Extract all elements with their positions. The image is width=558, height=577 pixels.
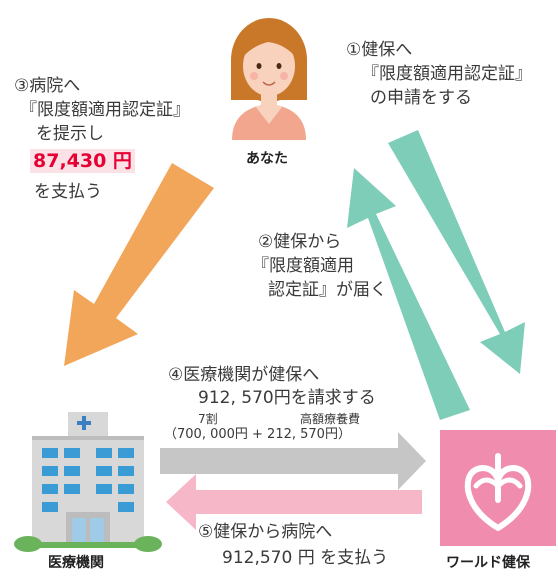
step4-breakdown: （700, 000円 + 212, 570円） xyxy=(164,427,351,442)
hospital-label: 医療機関 xyxy=(48,555,104,571)
teal-arrow-down xyxy=(388,130,525,374)
step1-line1: ①健保へ xyxy=(346,40,413,60)
insurer-label: ワールド健保 xyxy=(446,555,530,571)
step3-line1: ③病院へ xyxy=(14,76,81,96)
hospital-building-icon xyxy=(14,412,162,552)
pink-arrow-left xyxy=(166,474,422,530)
you-label: あなた xyxy=(246,151,288,167)
step3-amount: 87,430 円 xyxy=(30,149,135,173)
person-icon xyxy=(231,18,307,140)
teal-arrow-up xyxy=(347,168,470,420)
orange-arrow xyxy=(64,163,214,366)
step4-label-left: 7割 xyxy=(198,412,218,426)
step1-line3: の申請をする xyxy=(370,88,472,108)
step2-line2: 『限度額適用 xyxy=(252,256,354,276)
step3-line2: 『限度額適用認定証』 xyxy=(20,100,190,120)
insurer-logo-icon xyxy=(440,430,556,546)
step3-tail: を支払う xyxy=(34,182,102,202)
step5-line1: ⑤健保から病院へ xyxy=(198,522,333,542)
step5-line2: 912,570 円 を支払う xyxy=(222,548,389,568)
step1-line2: 『限度額適用認定証』 xyxy=(362,64,532,84)
step4-label-right: 高額療養費 xyxy=(300,412,361,426)
step2-line1: ②健保から xyxy=(258,232,342,252)
step3-line3: を提示し xyxy=(36,124,104,144)
step4-line1: ④医療機関が健保へ xyxy=(168,365,320,385)
step3-amount-wrap: 87,430 円 xyxy=(30,149,135,173)
gray-arrow-right xyxy=(160,432,426,490)
step4-line2: 912, 570円を請求する xyxy=(198,388,376,408)
step2-line3: 認定証』が届く xyxy=(268,280,387,300)
